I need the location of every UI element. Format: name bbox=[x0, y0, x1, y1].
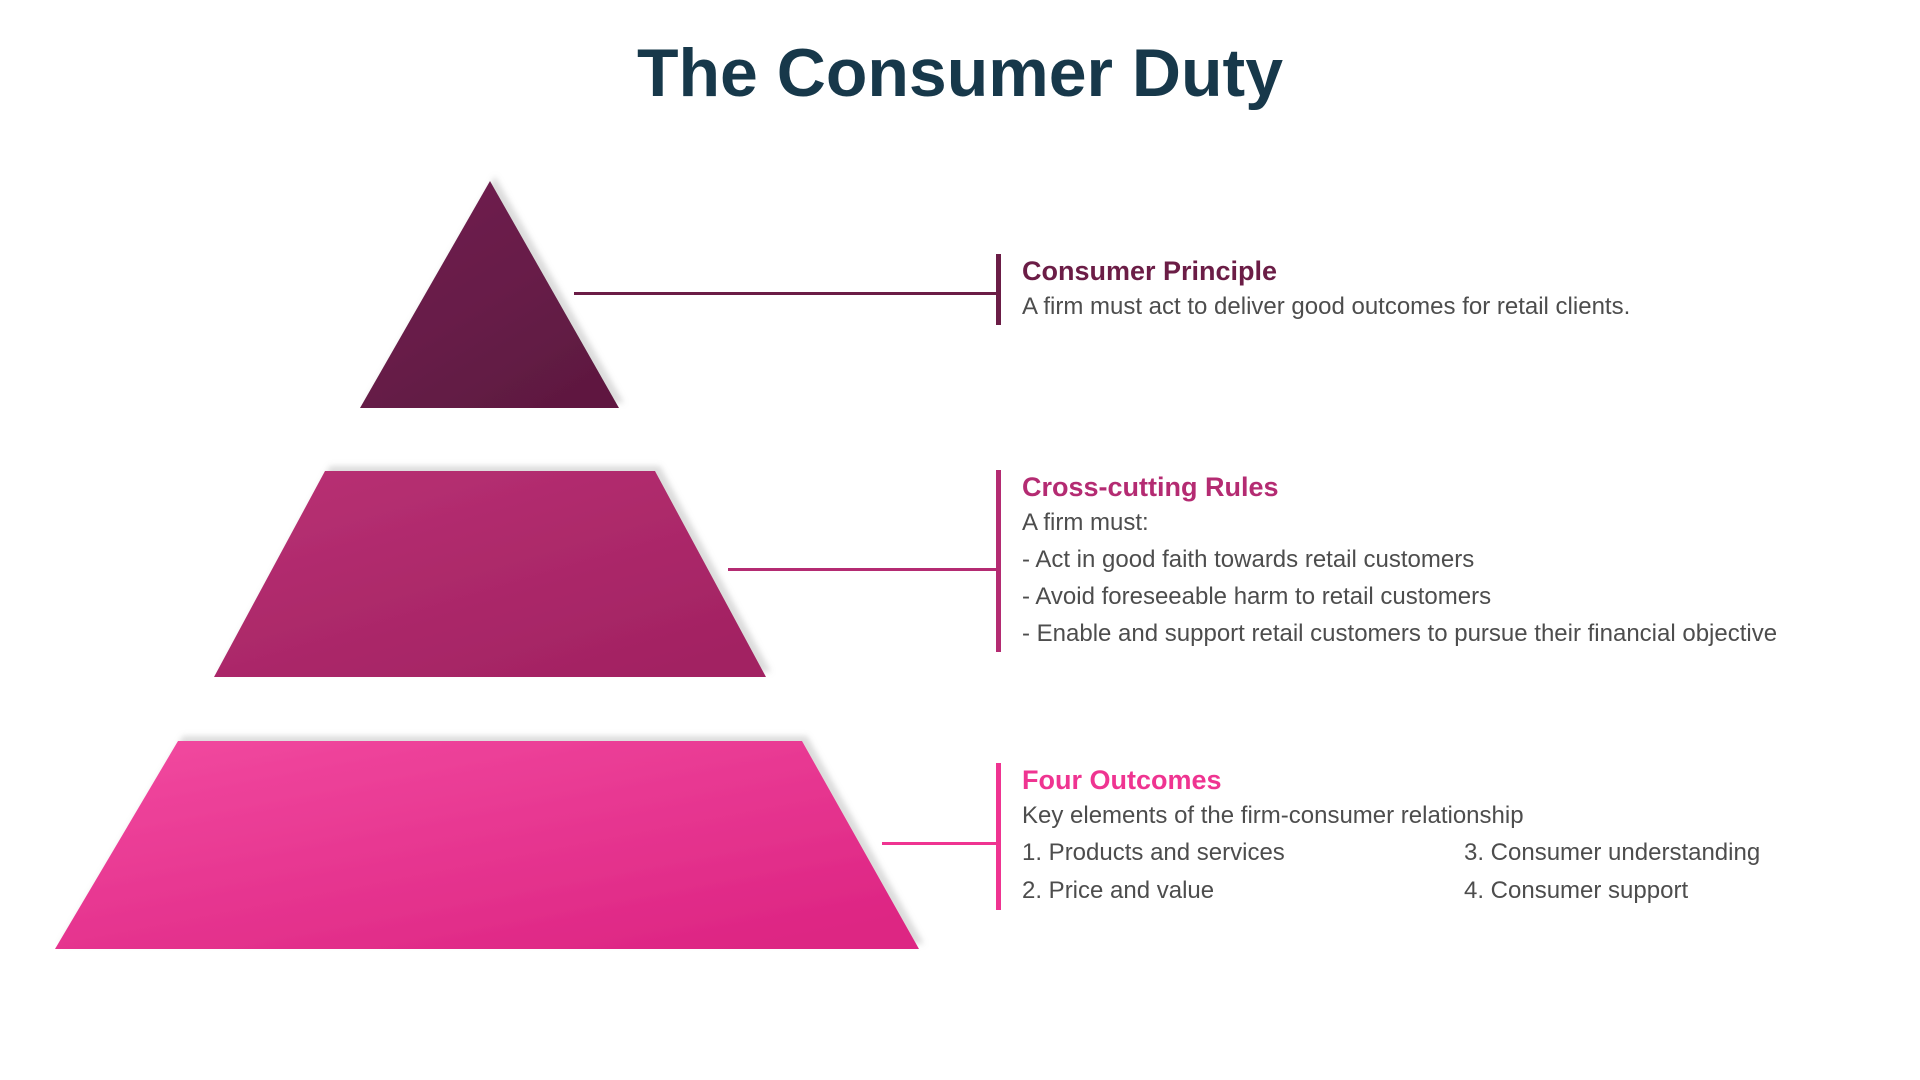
section-text-line: - Enable and support retail customers to… bbox=[1022, 620, 1778, 647]
outcome-item: 1. Products and services bbox=[1022, 839, 1285, 866]
page-title: The Consumer Duty bbox=[636, 35, 1284, 111]
connector-line-tier3 bbox=[882, 842, 998, 845]
connector-line-tier2 bbox=[728, 568, 998, 571]
outcome-item: 2. Price and value bbox=[1022, 877, 1215, 904]
section-text-line: A firm must: bbox=[1022, 509, 1149, 536]
section-heading: Cross-cutting Rules bbox=[1022, 472, 1279, 502]
section-heading: Four Outcomes bbox=[1022, 765, 1222, 795]
section-text-line: - Avoid foreseeable harm to retail custo… bbox=[1022, 583, 1492, 610]
section-four-outcomes: Four Outcomes Key elements of the firm-c… bbox=[996, 763, 1902, 910]
pyramid-tier2-trapezoid bbox=[214, 471, 766, 677]
connector-line-tier1 bbox=[574, 292, 998, 295]
outcome-item: 3. Consumer understanding bbox=[1464, 839, 1761, 866]
section-cross-cutting-rules: Cross-cutting Rules A firm must: - Act i… bbox=[996, 470, 1920, 652]
outcomes-list: 1. Products and services 2. Price and va… bbox=[1022, 834, 1902, 910]
section-heading: Consumer Principle bbox=[1022, 256, 1278, 286]
section-consumer-principle: Consumer Principle A firm must act to de… bbox=[996, 254, 1822, 325]
section-text-line: - Act in good faith towards retail custo… bbox=[1022, 546, 1475, 573]
pyramid-tier3-trapezoid bbox=[55, 741, 919, 949]
pyramid-tier1-triangle bbox=[360, 181, 619, 408]
section-text-line: A firm must act to deliver good outcomes… bbox=[1022, 293, 1631, 320]
section-text-line: Key elements of the firm-consumer relati… bbox=[1022, 802, 1524, 829]
outcome-item: 4. Consumer support bbox=[1464, 877, 1689, 904]
